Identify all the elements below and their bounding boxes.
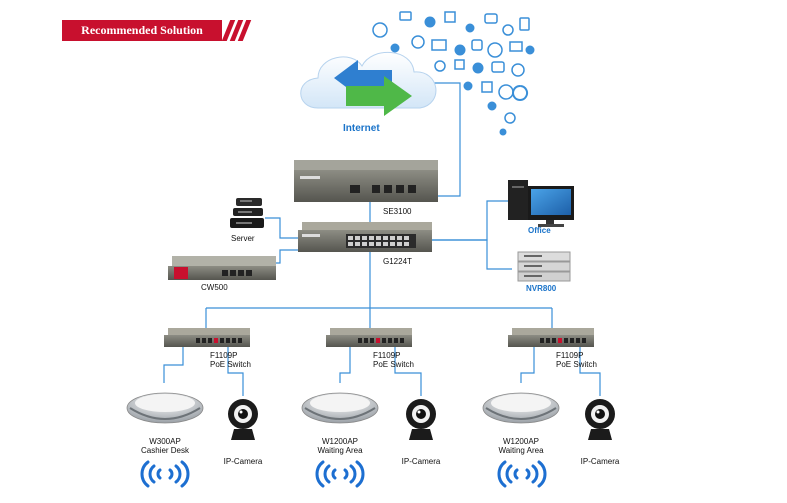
- poe-switch-type-2: PoE Switch: [373, 360, 414, 369]
- poe-switch-model-2: F1109P: [373, 351, 401, 360]
- office-pc-device: [508, 180, 574, 227]
- link-ap2: [339, 346, 351, 383]
- ap-model-3: W1200AP: [502, 437, 540, 446]
- access-point-device-1: [126, 392, 204, 424]
- server-device: [230, 198, 264, 228]
- camera-label-3: IP-Camera: [580, 457, 620, 466]
- poe-switch-device-2: [326, 328, 412, 347]
- ap-location-3: Waiting Area: [498, 446, 544, 455]
- poe-switch-type-1: PoE Switch: [210, 360, 251, 369]
- ap-model-1: W300AP: [149, 437, 181, 446]
- link-cam2: [394, 346, 422, 396]
- core-switch-device: [298, 222, 432, 252]
- controller-device: [168, 256, 276, 280]
- access-point-device-2: [301, 392, 379, 424]
- ip-camera-device-3: [585, 399, 615, 440]
- link-ap1: [163, 346, 184, 383]
- controller-label: CW500: [201, 283, 228, 292]
- link-ap3: [520, 346, 535, 383]
- poe-switch-device-1: [164, 328, 250, 347]
- ap-model-2: W1200AP: [321, 437, 359, 446]
- poe-switch-model-1: F1109P: [210, 351, 238, 360]
- internet-label: Internet: [343, 123, 380, 134]
- server-label: Server: [231, 234, 255, 243]
- ip-camera-device-2: [406, 399, 436, 440]
- social-icons-cloud: [372, 11, 535, 136]
- title-banner: [62, 20, 222, 41]
- link-office: [432, 200, 508, 241]
- link-server: [265, 217, 298, 239]
- link-cam1: [227, 346, 244, 396]
- access-point-device-3: [482, 392, 560, 424]
- nvr-device: [517, 251, 571, 282]
- camera-label-2: IP-Camera: [401, 457, 441, 466]
- poe-switch-model-3: F1109P: [556, 351, 584, 360]
- link-controller: [275, 249, 298, 264]
- poe-switch-device-3: [508, 328, 594, 347]
- camera-label-1: IP-Camera: [223, 457, 263, 466]
- link-internet-router: [425, 82, 461, 197]
- core-switch-label: G1224T: [383, 257, 412, 266]
- ip-camera-device-1: [228, 399, 258, 440]
- link-nvr: [432, 239, 512, 270]
- poe-switch-type-3: PoE Switch: [556, 360, 597, 369]
- office-label: Office: [528, 226, 551, 235]
- wifi-signal-icon-1: [140, 460, 190, 488]
- wifi-signal-icon-3: [497, 460, 547, 488]
- banner-title: Recommended Solution: [81, 23, 203, 37]
- ap-location-1: Cashier Desk: [140, 446, 190, 455]
- internet-cloud: [300, 52, 437, 116]
- ap-location-2: Waiting Area: [317, 446, 363, 455]
- wifi-signal-icon-2: [315, 460, 365, 488]
- router-device: [294, 160, 438, 202]
- router-label: SE3100: [383, 207, 412, 216]
- arrow-right: [346, 76, 412, 116]
- nvr-label: NVR800: [526, 284, 557, 293]
- link-cam3: [579, 346, 601, 396]
